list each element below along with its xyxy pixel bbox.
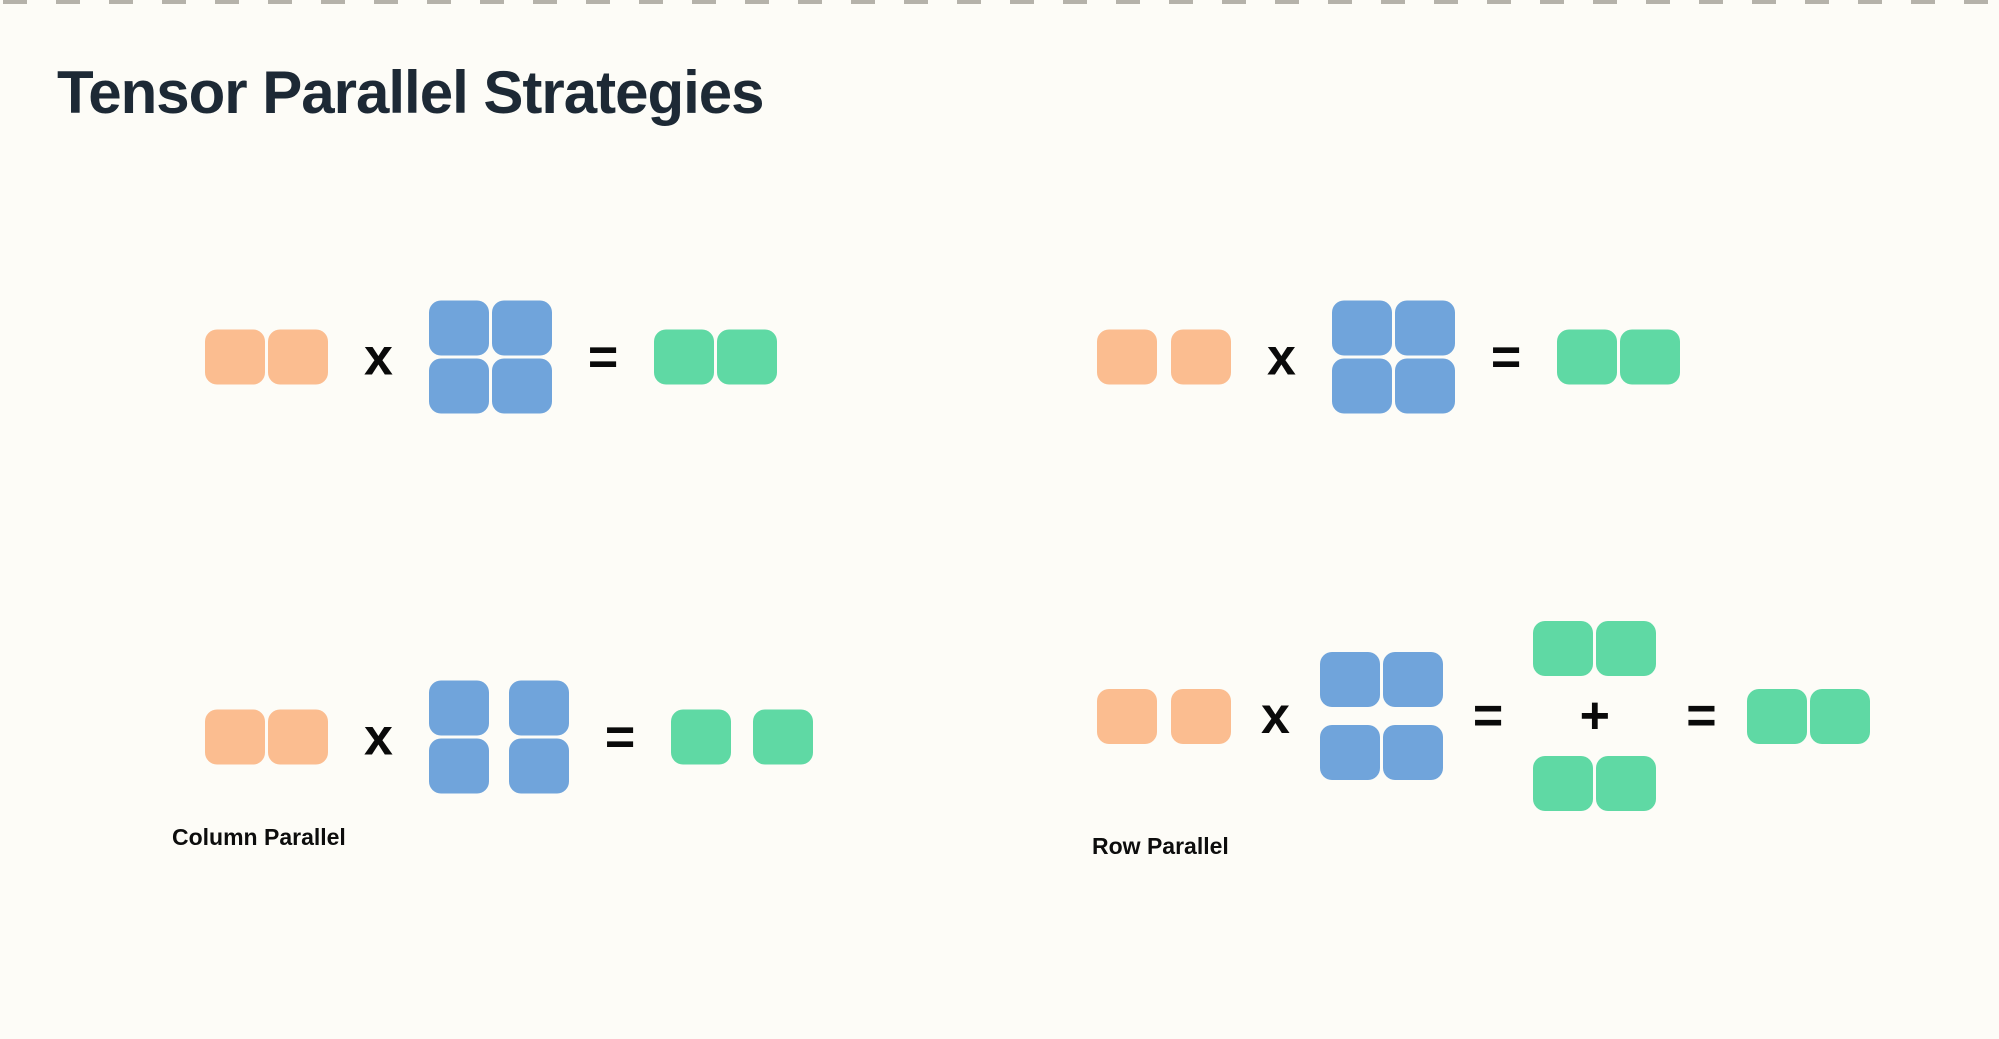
input-tile xyxy=(1171,688,1231,744)
top-dashed-border xyxy=(3,0,1999,4)
output-matrix xyxy=(654,329,778,385)
equals-operator: = xyxy=(1472,687,1504,745)
weight-tile xyxy=(1394,358,1455,414)
weight-tile xyxy=(428,358,489,414)
input-matrix xyxy=(1097,688,1231,744)
weight-tile xyxy=(1319,652,1380,707)
output-tile xyxy=(1533,621,1594,676)
multiply-operator: x xyxy=(364,708,393,766)
input-tile xyxy=(205,329,265,385)
multiply-operator: x xyxy=(1267,328,1296,386)
input-tile xyxy=(1097,329,1157,385)
output-tile xyxy=(1746,688,1807,744)
weight-tile xyxy=(508,680,569,736)
weight-tile xyxy=(1394,300,1455,356)
input-tile xyxy=(1171,329,1231,385)
input-tile xyxy=(205,709,265,765)
output-tile xyxy=(753,709,814,765)
partial-sum-stack: + xyxy=(1533,621,1657,811)
output-tile xyxy=(1533,756,1594,811)
output-tile xyxy=(1596,756,1657,811)
page-title: Tensor Parallel Strategies xyxy=(57,59,765,126)
output-matrix xyxy=(671,709,814,765)
equals-operator: = xyxy=(1686,687,1717,745)
input-tile xyxy=(1097,688,1157,744)
row-parallel-label: Row Parallel xyxy=(1092,833,1229,859)
output-tile xyxy=(654,329,715,385)
diagram-replicated-multiply: x= xyxy=(205,300,778,414)
output-tile xyxy=(1596,621,1657,676)
plus-operator: + xyxy=(1579,687,1610,745)
weight-tile xyxy=(1382,725,1443,780)
output-tile xyxy=(1557,329,1618,385)
weight-tile xyxy=(491,300,552,356)
output-matrix xyxy=(1533,621,1657,676)
output-matrix xyxy=(1533,756,1657,811)
weight-tile xyxy=(491,358,552,414)
weight-tile xyxy=(1382,652,1443,707)
input-matrix xyxy=(205,329,328,385)
weight-tile xyxy=(428,300,489,356)
multiply-operator: x xyxy=(1261,687,1290,745)
weight-tile xyxy=(508,738,569,794)
input-tile xyxy=(268,709,328,765)
equals-operator: = xyxy=(1490,328,1522,386)
output-tile xyxy=(1809,688,1870,744)
output-matrix xyxy=(1746,688,1870,744)
diagram-row-parallel: x = + = xyxy=(1097,621,1870,811)
input-matrix xyxy=(205,709,328,765)
column-parallel-label: Column Parallel xyxy=(172,824,346,850)
multiply-operator: x xyxy=(364,328,393,386)
weight-matrix xyxy=(428,300,552,414)
input-tile xyxy=(268,329,328,385)
output-matrix xyxy=(1557,329,1681,385)
weight-tile xyxy=(428,680,489,736)
weight-tile xyxy=(1331,300,1392,356)
output-tile xyxy=(671,709,732,765)
equals-operator: = xyxy=(604,708,636,766)
weight-tile xyxy=(428,738,489,794)
weight-matrix xyxy=(1319,652,1443,780)
weight-matrix xyxy=(1331,300,1455,414)
weight-matrix xyxy=(428,680,569,794)
weight-tile xyxy=(1331,358,1392,414)
output-tile xyxy=(1620,329,1681,385)
diagram-column-parallel: x= xyxy=(205,680,814,794)
diagram-split-input-multiply: x= xyxy=(1097,300,1681,414)
input-matrix xyxy=(1097,329,1231,385)
output-tile xyxy=(717,329,778,385)
weight-tile xyxy=(1319,725,1380,780)
equals-operator: = xyxy=(587,328,619,386)
